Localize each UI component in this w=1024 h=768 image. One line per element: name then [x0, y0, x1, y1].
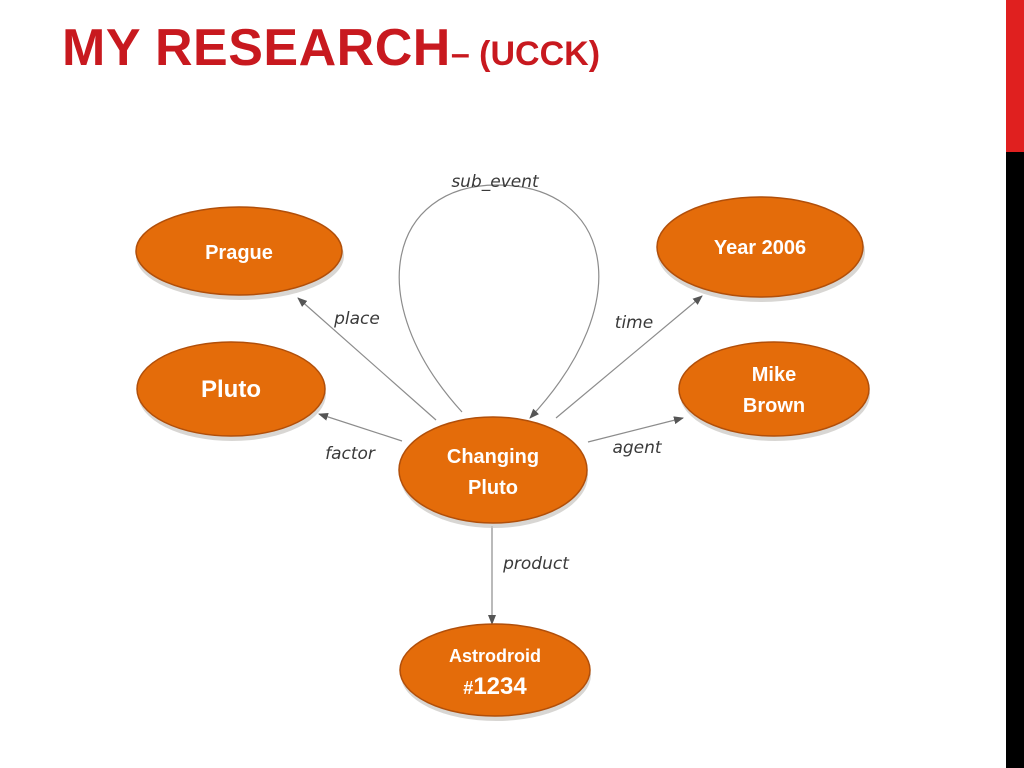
edge-label-agent: agent — [612, 438, 662, 458]
title-sub: – (UCCK) — [450, 35, 601, 73]
node-prague-label: Prague — [205, 242, 273, 264]
edge-agent — [587, 416, 684, 443]
edge-label-product: product — [502, 554, 570, 574]
edge-time — [555, 295, 703, 419]
node-astrodroid-label: Astrodroid — [449, 646, 541, 666]
edge-sub-event — [398, 184, 600, 419]
slide-title: MY RESEARCH– (UCCK) — [62, 22, 600, 74]
edge-label-sub-event: sub_event — [451, 172, 540, 192]
title-main: MY RESEARCH — [62, 19, 451, 77]
node-year-2006: Year 2006 — [656, 196, 865, 302]
accent-bar-bottom — [1006, 152, 1024, 768]
edge-label-factor: factor — [325, 444, 376, 464]
edge-place — [297, 297, 437, 421]
edge-label-place: place — [333, 309, 380, 329]
node-pluto: Pluto — [136, 341, 326, 441]
node-prague: Prague — [135, 206, 344, 300]
node-changing-pluto: Changing Pluto — [398, 416, 588, 528]
node-changing-label: Changing — [447, 446, 539, 468]
node-year-label: Year 2006 — [714, 237, 806, 259]
edge-label-time: time — [615, 313, 653, 333]
node-mike-brown: Mike Brown — [678, 341, 870, 441]
edge-factor — [318, 412, 403, 442]
node-mike-label-2: Brown — [743, 395, 805, 417]
node-astrodroid-number: #1234 — [463, 673, 527, 700]
accent-bar-top — [1006, 0, 1024, 152]
node-astrodroid: Astrodroid #1234 — [399, 623, 591, 721]
node-changing-label-2: Pluto — [468, 477, 518, 499]
node-mike-label: Mike — [752, 364, 796, 386]
node-pluto-label: Pluto — [201, 376, 261, 403]
edges — [297, 184, 703, 625]
